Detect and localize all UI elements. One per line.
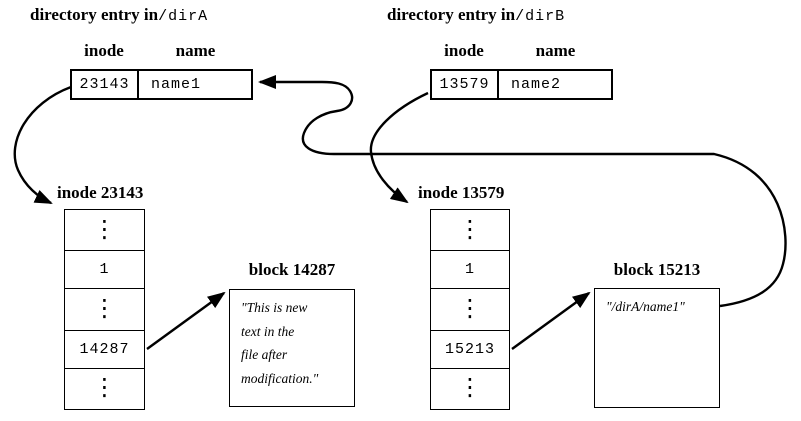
- inodeA-table: ⋮ 1 ⋮ 14287 ⋮: [64, 209, 145, 410]
- dirA-column-headers: inode name: [70, 41, 253, 61]
- blockB-text-line: "/dirA/name1": [606, 299, 685, 314]
- inodeA-row-dots-2: ⋮: [65, 288, 144, 329]
- blockA-text-line: modification.": [241, 370, 319, 386]
- dirB-title-path: /dirB: [515, 8, 566, 25]
- dirB-name-cell: name2: [511, 76, 562, 93]
- inodeA-row-dots-3: ⋮: [65, 367, 144, 409]
- arrow-inodeA-to-blockA: [146, 291, 226, 350]
- inodeA-row-dots-1: ⋮: [92, 214, 117, 243]
- inodeA-label: inode 23143: [57, 183, 144, 202]
- blockB-box: "/dirA/name1": [594, 288, 720, 408]
- inodeB-row-dots-1: ⋮: [458, 214, 482, 243]
- blockA-text-line: text in the: [241, 323, 295, 339]
- dirA-name-cell: name1: [151, 76, 202, 93]
- dirB-inode-cell: 13579: [432, 71, 499, 98]
- inodeB-label: inode 13579: [418, 183, 505, 202]
- dirA-title-text: directory entry in: [30, 5, 159, 24]
- inodeB-row-dots-3: ⋮: [431, 367, 509, 409]
- dirA-title-path: /dirA: [158, 8, 209, 25]
- inodeB-row-blockptr: 15213: [431, 329, 509, 368]
- dirB-title: directory entry in/dirB: [387, 5, 565, 25]
- blockA-label: block 14287: [248, 260, 336, 279]
- dirB-column-headers: inode name: [430, 41, 613, 61]
- arrow-inodeB-to-blockB: [511, 291, 591, 350]
- dirA-header-name: name: [175, 41, 216, 60]
- blockA-text-line: "This is new: [241, 300, 308, 315]
- dirB-header-inode: inode: [444, 41, 484, 60]
- dirB-header-name: name: [535, 41, 576, 60]
- inodeB-row-refcount: 1: [431, 250, 509, 288]
- dirA-entry-table: 23143 name1: [70, 69, 253, 100]
- dirA-inode-cell: 23143: [72, 71, 139, 98]
- dirA-header-inode: inode: [84, 41, 124, 60]
- dirA-title: directory entry in/dirA: [30, 5, 208, 25]
- blockB-label: block 15213: [613, 260, 701, 279]
- inodeB-row-dots-2: ⋮: [431, 288, 509, 329]
- blockA-text-line: file after: [241, 347, 288, 362]
- inodeA-row-blockptr: 14287: [65, 329, 144, 368]
- dirB-title-text: directory entry in: [387, 5, 516, 24]
- blockA-box: "This is new text in the file after modi…: [229, 289, 355, 407]
- inodeB-table: ⋮ 1 ⋮ 15213 ⋮: [430, 209, 510, 410]
- dirB-entry-table: 13579 name2: [430, 69, 613, 100]
- inodeA-row-refcount: 1: [65, 250, 144, 288]
